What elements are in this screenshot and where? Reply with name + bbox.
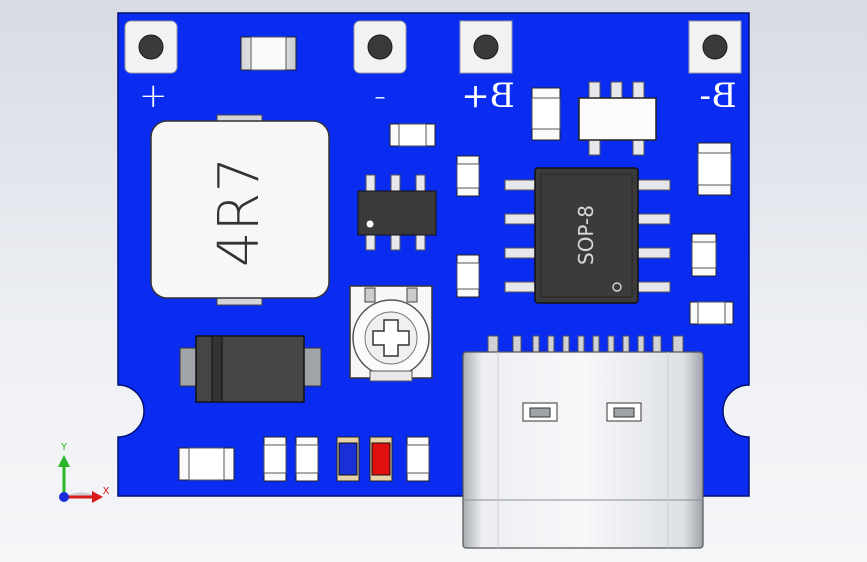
smd-resistor xyxy=(691,233,717,277)
pad-hole-icon xyxy=(124,20,178,74)
inductor-marking: 4R7 xyxy=(207,156,272,268)
smd-capacitor xyxy=(456,254,480,298)
led-red xyxy=(369,436,393,482)
smd-resistor xyxy=(689,301,734,325)
usb-c-icon xyxy=(462,335,704,549)
sot23-chip-icon xyxy=(357,174,437,251)
inductor-icon xyxy=(150,114,330,306)
silk-minus-label: - xyxy=(373,76,387,116)
pad-hole-icon xyxy=(688,20,742,74)
silk-b-plus-label: B+ xyxy=(461,76,515,116)
smd-capacitor xyxy=(697,142,732,196)
ic-marking: SOP-8 xyxy=(574,205,598,265)
smd-resistor xyxy=(178,447,235,481)
pad-hole-icon xyxy=(459,20,513,74)
sop8-chip-icon xyxy=(504,167,671,304)
smd-resistor xyxy=(295,436,319,482)
potentiometer-icon xyxy=(349,285,433,382)
smd-resistor xyxy=(406,436,430,482)
smd-resistor xyxy=(240,36,297,71)
led-blue xyxy=(336,436,360,482)
axis-x-label: X xyxy=(102,486,110,497)
smd-resistor xyxy=(263,436,287,482)
sot23-chip-icon xyxy=(578,81,657,156)
smd-capacitor xyxy=(531,87,561,141)
axis-y-label: Y xyxy=(60,442,68,453)
pad-hole-icon xyxy=(353,20,407,74)
smd-capacitor xyxy=(389,123,436,147)
silk-b-minus-label: B- xyxy=(699,76,737,116)
silk-plus-label: + xyxy=(139,76,168,116)
diode-icon xyxy=(179,335,322,403)
axis-triad-icon xyxy=(58,455,103,503)
smd-capacitor xyxy=(456,155,480,197)
